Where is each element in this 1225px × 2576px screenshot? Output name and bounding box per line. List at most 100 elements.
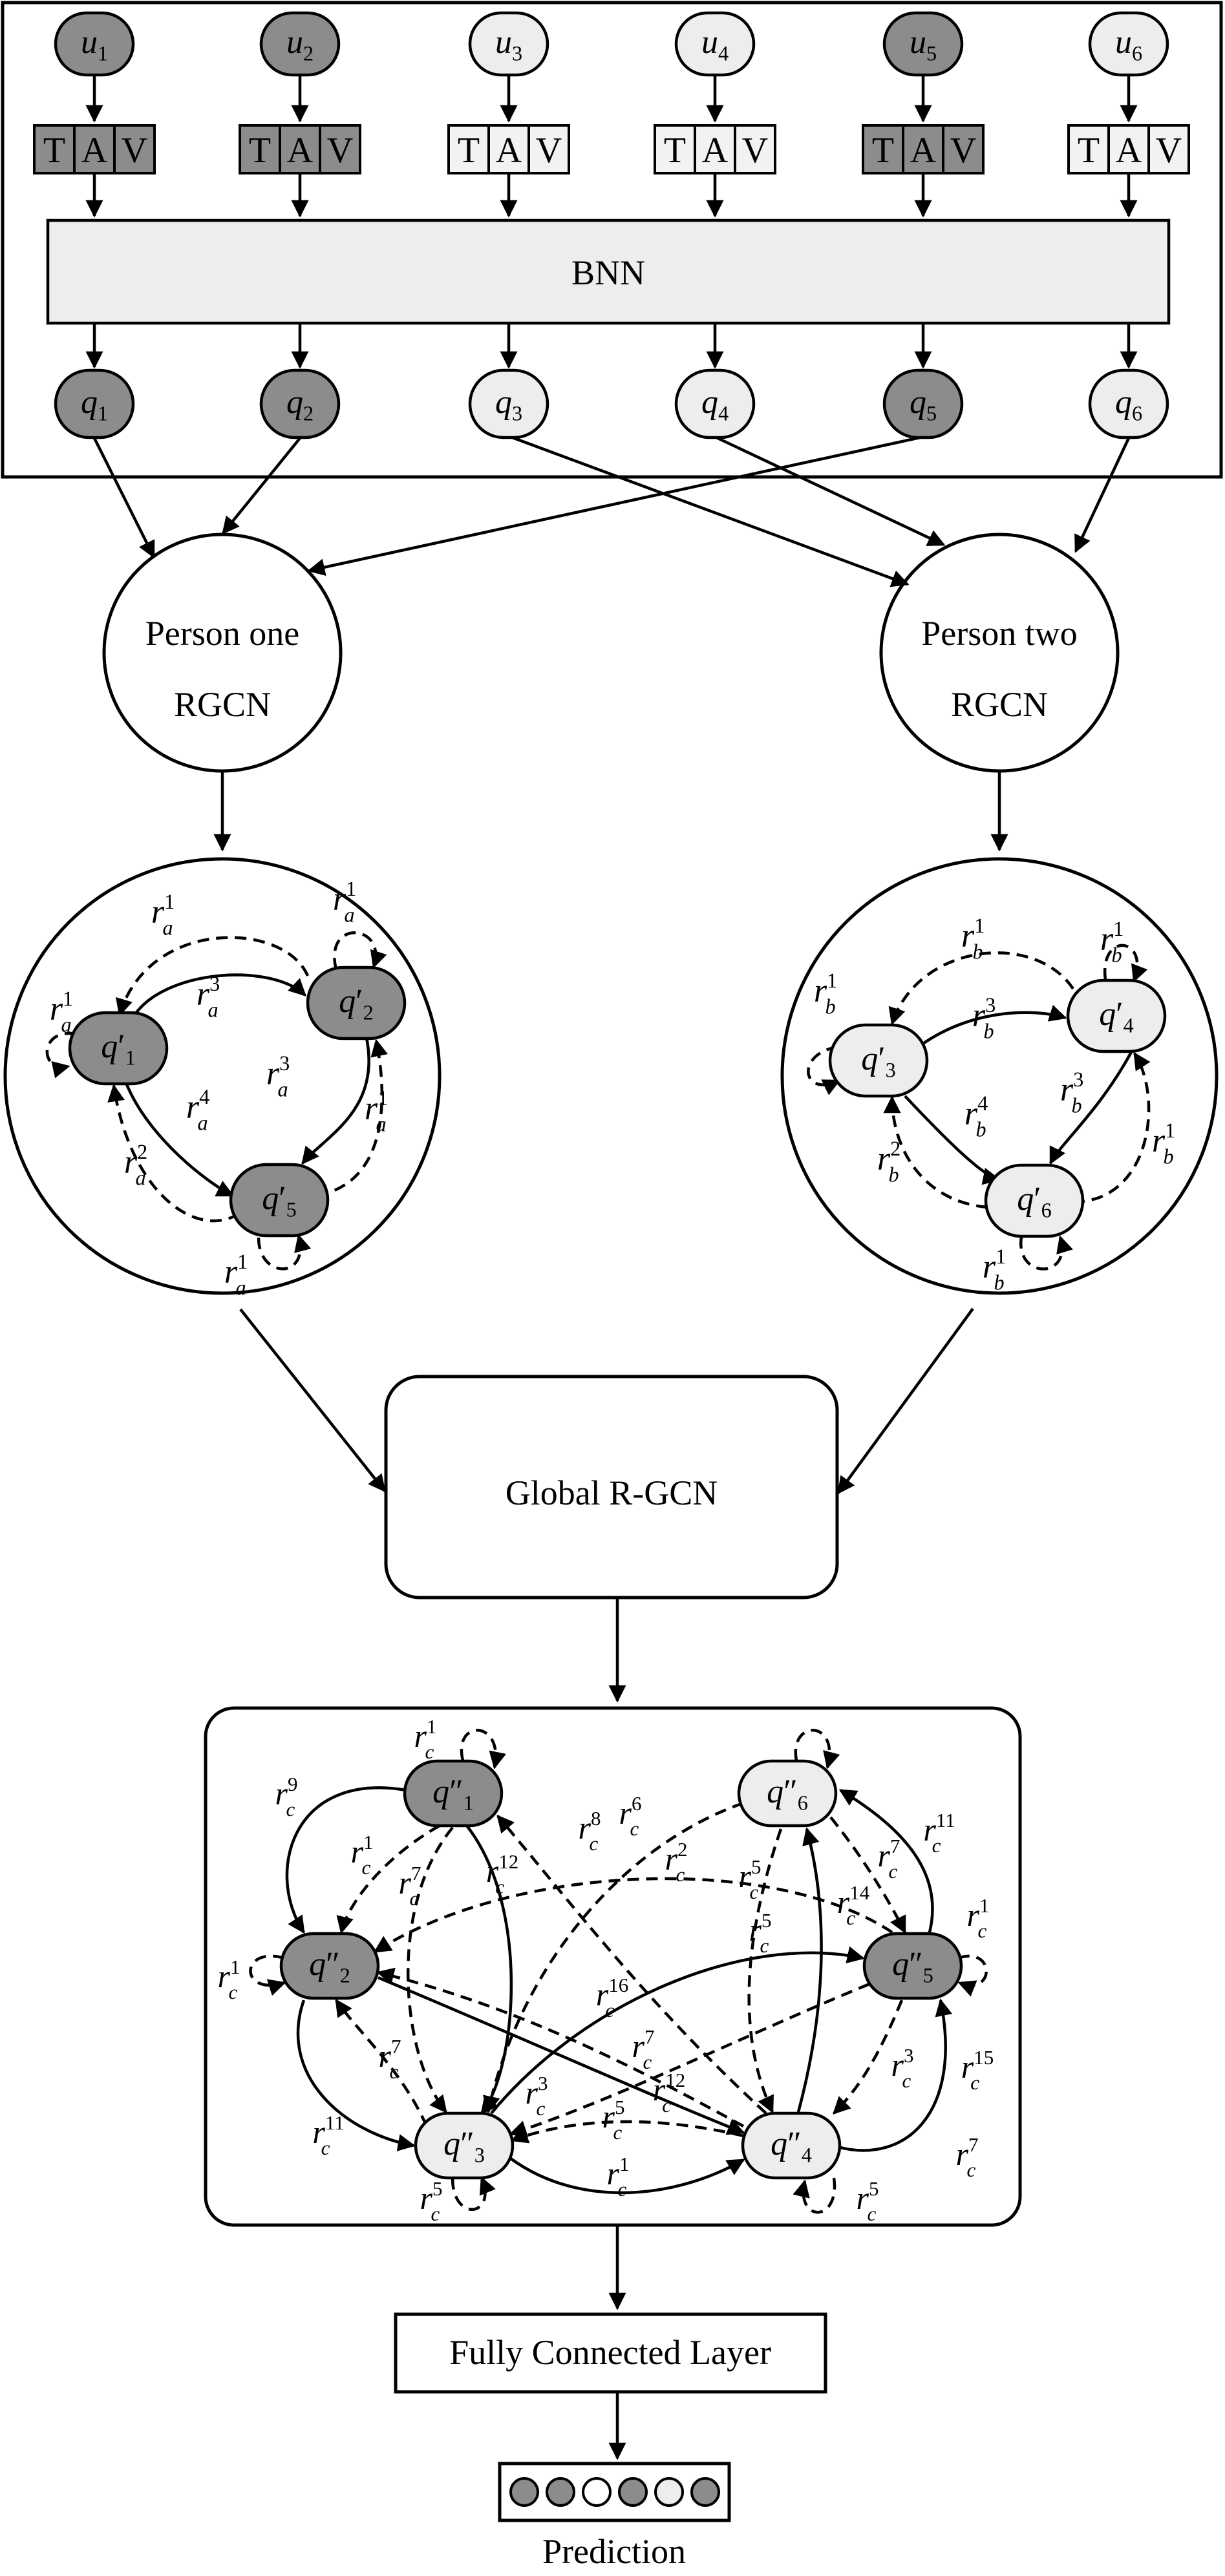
feature-node-q1 [54, 368, 135, 439]
speaker-b-node-q3-label: q′3 [861, 1040, 896, 1081]
modality-cell-a [487, 124, 530, 174]
prediction-label: Prediction [542, 2532, 686, 2571]
global-node-q4 [741, 2111, 842, 2180]
modality-cell-label: A [1116, 131, 1142, 171]
modality-cell-label: A [910, 131, 937, 171]
feature-node-q5-label: q5 [910, 384, 937, 425]
edge-c-4-to-5 [837, 1998, 952, 2152]
feature-node-q6 [1088, 368, 1169, 439]
person-one-rgcn [102, 533, 343, 773]
edge-b-3-to-6 [904, 1095, 1001, 1185]
utterance-node-u5-label: u5 [910, 24, 937, 65]
prediction-cell [582, 2477, 612, 2507]
bnn-label: BNN [571, 253, 645, 292]
prediction-cell [654, 2477, 684, 2507]
edge-c-5-to-6 [838, 1789, 934, 1933]
edge-c-1-self [460, 1729, 506, 1769]
modality-cell-label: V [1156, 131, 1182, 171]
feature-node-q4-label: q4 [701, 384, 729, 425]
edge-c-5-to-4 [833, 2000, 904, 2115]
modality-cell-label: A [287, 131, 314, 171]
modality-cell-label: T [872, 131, 894, 171]
modality-cell-label: V [742, 131, 768, 171]
edge-c-3-to-2 [335, 1998, 429, 2127]
utterance-node-u4-label: u4 [701, 24, 729, 65]
edge-c-4-to-6 [796, 1827, 823, 2113]
modality-cell-v [1147, 124, 1190, 174]
feature-node-q6-label: q6 [1115, 384, 1142, 425]
speaker-a-graph [3, 857, 442, 1295]
prediction-cell [509, 2477, 539, 2507]
modality-cell-t [654, 124, 696, 174]
edge-c-5-self [957, 1954, 988, 1997]
speaker-b-node-q4-label: q′4 [1099, 996, 1134, 1037]
utterance-node-u4 [674, 11, 756, 77]
utterance-node-u2 [259, 11, 341, 77]
person-one-line2: RGCN [174, 685, 271, 724]
speaker-a-node-q1 [68, 1011, 169, 1086]
utterance-node-u5 [882, 11, 964, 77]
utterance-node-u3-label: u3 [495, 24, 522, 65]
graph-b-to-global-arrow [837, 1307, 974, 1495]
q2-to-person-one-arrow [222, 437, 301, 535]
edges-layer [45, 75, 1151, 2460]
person-one-line1: Person one [145, 614, 299, 653]
feature-node-q2 [259, 368, 341, 439]
edge-c-4-to-1 [496, 1814, 767, 2115]
edge-c-4-to-2 [376, 1967, 745, 2127]
global-node-q2-label: q″2 [309, 1946, 350, 1987]
speaker-b-node-q4 [1066, 978, 1167, 1053]
edge-c-4-to-3 [510, 2120, 744, 2144]
prediction-cell [546, 2477, 575, 2507]
global-node-q3-label: q″3 [443, 2126, 485, 2166]
speaker-a-node-q5 [229, 1163, 330, 1238]
global-rgcn-box [384, 1375, 839, 1599]
edge-b-4-self [1103, 944, 1148, 983]
edge-b-6-to-4 [1072, 1051, 1151, 1204]
edge-b-3-self [807, 1045, 841, 1095]
utterance-node-u1 [54, 11, 135, 77]
speaker-a-node-q2 [306, 966, 407, 1040]
modality-cell-v [734, 124, 776, 174]
feature-node-q3 [468, 368, 549, 439]
feature-node-q3-label: q3 [495, 384, 522, 425]
modality-cell-label: A [702, 131, 729, 171]
edge-a-2-self [333, 931, 387, 970]
modality-cell-label: A [496, 131, 522, 171]
modality-cell-label: A [81, 131, 108, 171]
speaker-b-node-q6 [984, 1163, 1085, 1238]
edge-a-5-to-2 [316, 1039, 388, 1198]
graph-a-to-global-arrow [239, 1308, 386, 1493]
global-node-q6-label: q″6 [767, 1773, 808, 1814]
